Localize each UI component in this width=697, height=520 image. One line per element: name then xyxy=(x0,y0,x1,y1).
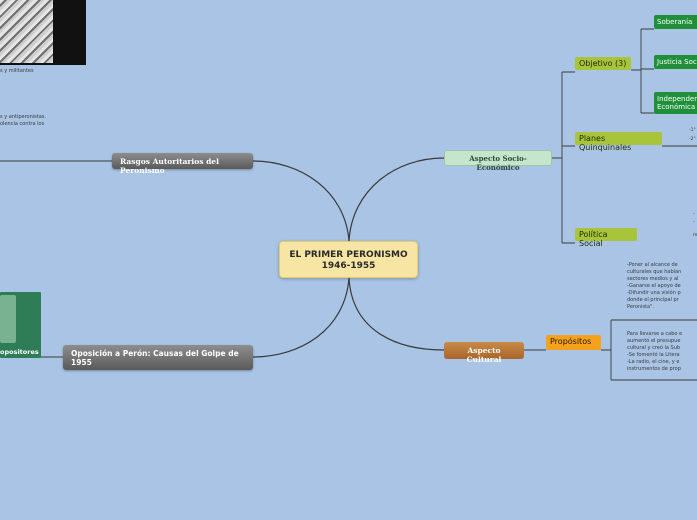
node-objetivo[interactable]: Objetivo (3) xyxy=(575,57,631,70)
link-socio xyxy=(348,157,445,242)
propositos-note-top: -Poner al alcance de culturales que habí… xyxy=(627,262,682,310)
central-topic[interactable]: EL PRIMER PERONISMO 1946-1955 xyxy=(279,241,418,278)
link-cultural xyxy=(348,277,445,351)
opositores-label: opositores xyxy=(0,348,39,356)
politica-tick-3: m xyxy=(693,233,697,238)
link-propositos-children xyxy=(601,319,697,381)
crowd-image xyxy=(0,0,53,63)
central-title: EL PRIMER PERONISMO xyxy=(289,250,408,260)
node-cultural[interactable]: Aspecto Cultural xyxy=(444,342,524,364)
node-propositos[interactable]: Propósitos xyxy=(546,335,601,350)
politica-tick-2: - xyxy=(693,220,695,225)
photo-thumbnail xyxy=(0,0,86,65)
link-rasgos xyxy=(252,160,350,242)
photo-caption: s y militantes xyxy=(0,68,34,74)
link-socio-children xyxy=(552,71,575,244)
link-objetivo-children xyxy=(631,28,654,114)
node-socio-economico[interactable]: Aspecto Socio-Económico xyxy=(444,150,552,172)
node-oposicion[interactable]: Oposición a Perón: Causas del Golpe de 1… xyxy=(63,345,253,370)
opositores-box[interactable]: opositores xyxy=(0,292,41,358)
central-years: 1946-1955 xyxy=(321,261,376,271)
link-oposicion xyxy=(252,277,350,358)
opositores-image xyxy=(0,295,16,343)
planes-tick-2: -2° xyxy=(689,137,696,142)
planes-tick-1: -1° xyxy=(689,128,696,133)
rasgos-note: s y antiperonistas. olencia contra los xyxy=(0,114,46,127)
node-rasgos[interactable]: Rasgos Autoritarios del Peronismo xyxy=(112,153,253,175)
propositos-note-bottom: Para llevarse a cabo e aumentó el presup… xyxy=(627,331,683,372)
node-politica-social[interactable]: Política Social xyxy=(575,228,637,248)
node-soberania[interactable]: Soberanía xyxy=(654,15,697,29)
politica-tick-1: - xyxy=(693,212,695,217)
node-independencia[interactable]: Independen Económica xyxy=(654,92,697,114)
node-planes[interactable]: Planes Quinquinales xyxy=(575,132,662,152)
node-justicia[interactable]: Justicia Soc xyxy=(654,55,697,69)
